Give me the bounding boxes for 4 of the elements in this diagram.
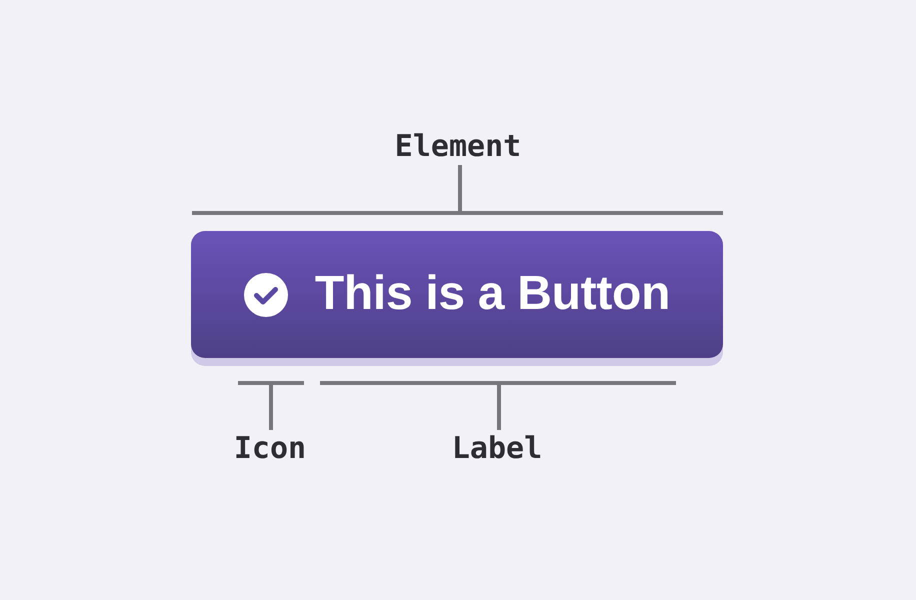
part-label: Label [452, 431, 542, 467]
button: This is a Button [191, 231, 723, 366]
part-label: Icon [234, 431, 306, 467]
part-label: Element [394, 129, 522, 165]
